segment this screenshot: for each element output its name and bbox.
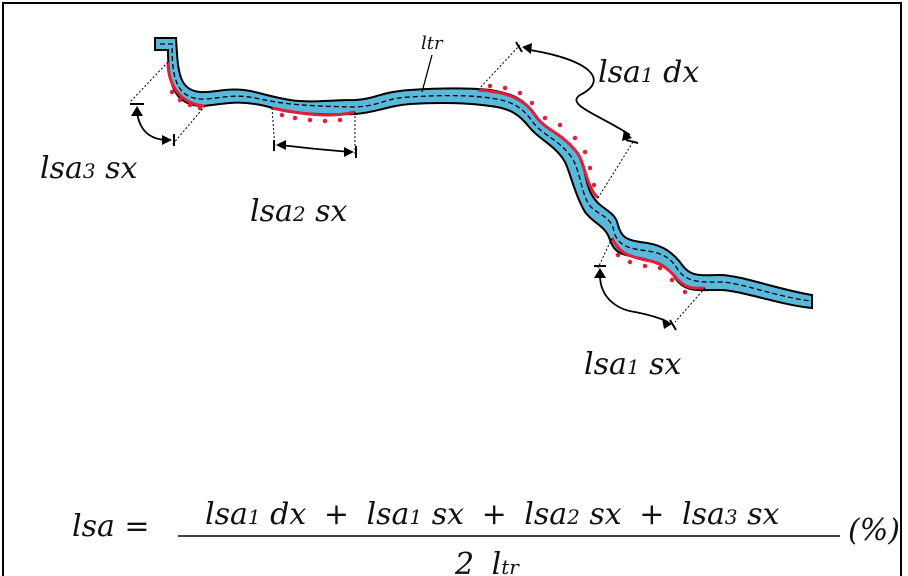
formula-lhs: lsa = bbox=[72, 509, 150, 544]
bank-lsa3sx bbox=[166, 61, 206, 108]
label-lsa2sx: lsa2 sx bbox=[250, 194, 348, 229]
arrow-lsa2sx bbox=[279, 144, 351, 153]
river-centerline bbox=[160, 43, 813, 302]
arrow-lsa1sx bbox=[599, 274, 669, 323]
river-channel bbox=[154, 37, 813, 310]
formula-denominator: 2 ltr bbox=[454, 547, 520, 576]
segment-boundaries bbox=[129, 44, 706, 323]
arrow-heads bbox=[131, 43, 672, 329]
formula-unit: (%) bbox=[848, 513, 900, 548]
formula: lsa = lsa1 dx + lsa1 sx + lsa2 sx + lsa3… bbox=[72, 497, 900, 576]
label-lsa1sx: lsa1 sx bbox=[584, 347, 682, 382]
bank-lsa1dx bbox=[477, 88, 600, 200]
arrow-stops bbox=[130, 41, 677, 331]
bank-lsa1sx bbox=[610, 237, 706, 290]
measurement-arrows bbox=[136, 49, 669, 323]
label-lsa1dx: lsa1 dx bbox=[598, 55, 699, 90]
arrow-lsa1dx bbox=[529, 49, 631, 136]
erosion-ticks bbox=[169, 83, 688, 295]
formula-numerator: lsa1 dx + lsa1 sx + lsa2 sx + lsa3 sx bbox=[205, 497, 780, 532]
ltr-label: ltr bbox=[421, 33, 444, 54]
bank-lsa2sx bbox=[271, 106, 356, 117]
eroded-bank-segments bbox=[166, 61, 706, 290]
label-lsa3sx: lsa3 sx bbox=[40, 151, 138, 186]
ltr-leader bbox=[421, 54, 433, 93]
